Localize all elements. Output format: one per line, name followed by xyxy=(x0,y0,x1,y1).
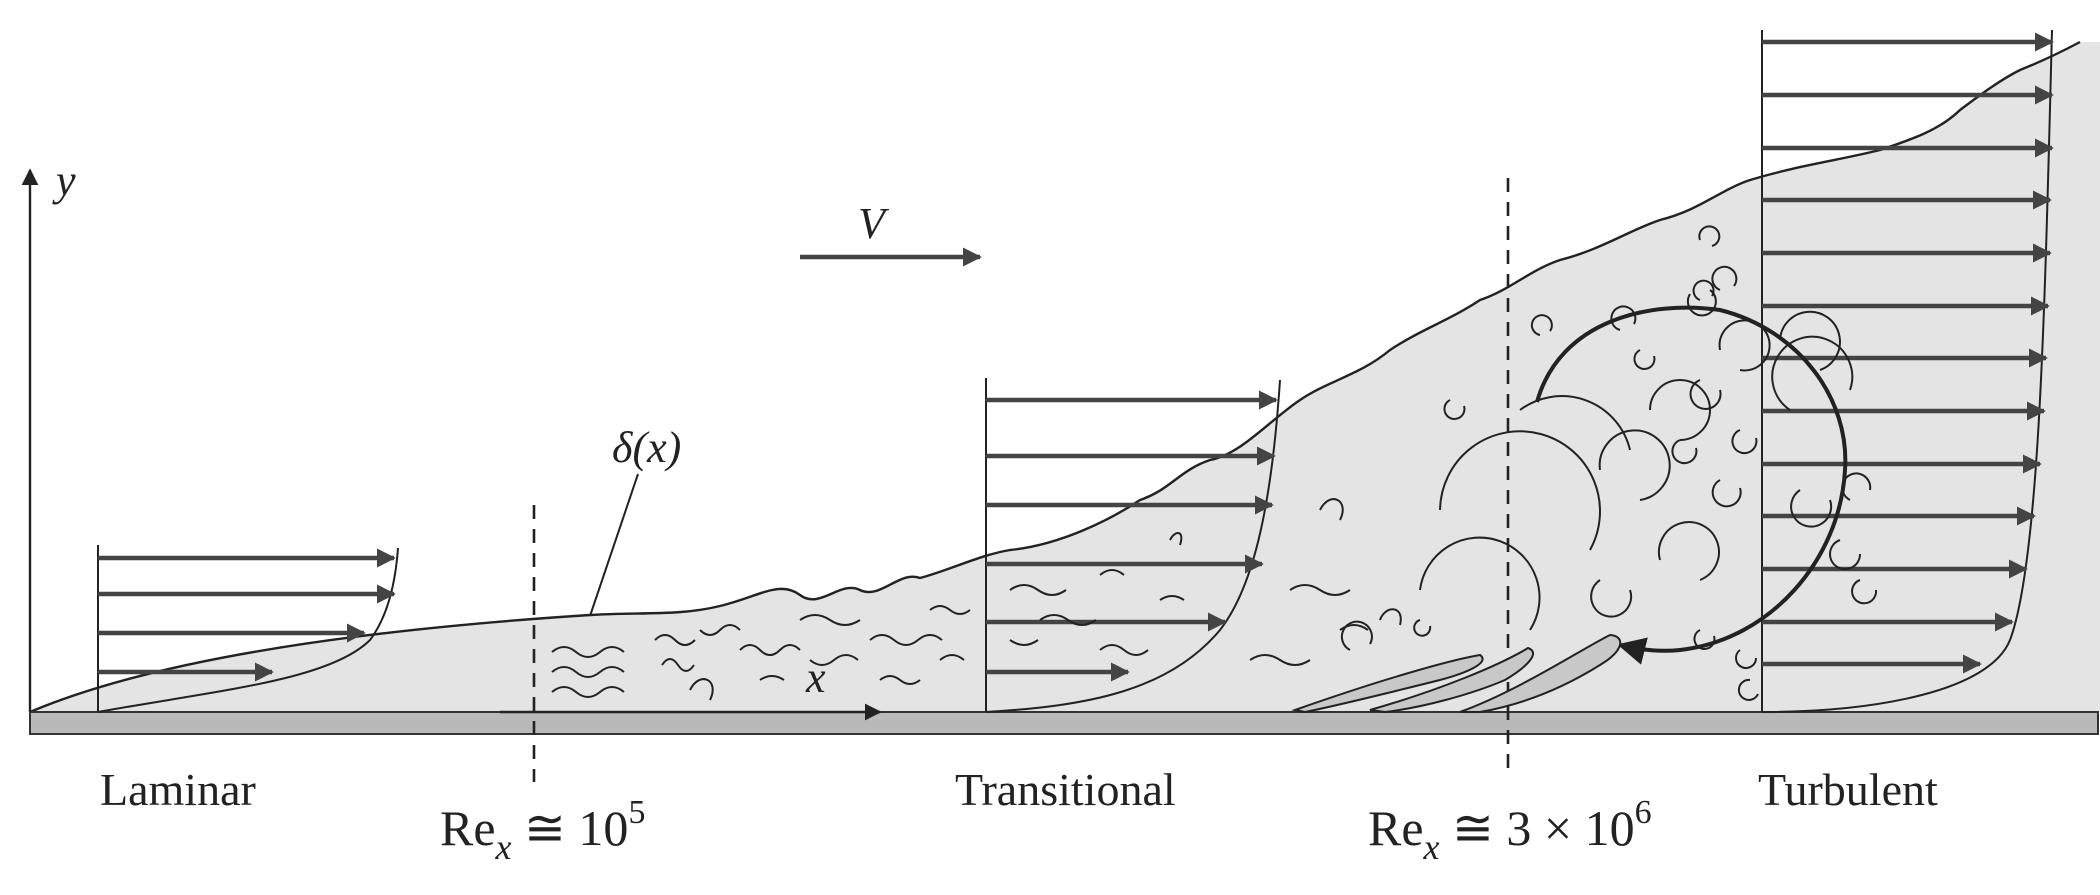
large-eddy-loop xyxy=(1535,305,1848,665)
laminar-label: Laminar xyxy=(100,764,256,815)
re-critical-sup: 5 xyxy=(628,794,645,831)
re-turbulent-base: Re xyxy=(1368,800,1424,856)
re-turbulent-rel: ≅ 3 × 10 xyxy=(1440,800,1635,856)
sublayer-streaks xyxy=(1291,633,1622,714)
boundary-layer-fill xyxy=(30,42,2100,712)
velocity-label: V xyxy=(858,199,890,248)
re-critical-base: Re xyxy=(440,800,496,856)
transitional-label: Transitional xyxy=(955,764,1176,815)
turbulent-label: Turbulent xyxy=(1758,764,1938,815)
turbulent-velocity-profile xyxy=(1761,29,2054,713)
turbulent-eddies xyxy=(1249,225,1878,701)
re-turbulent-sub: x xyxy=(1423,827,1440,867)
re-turbulent-sup: 6 xyxy=(1635,794,1652,831)
re-critical-label: Rex ≅ 105 xyxy=(440,794,645,867)
thickness-label: δ(x) xyxy=(612,423,681,472)
re-critical-rel: ≅ 10 xyxy=(512,800,629,856)
transitional-velocity-profile xyxy=(985,378,1281,713)
y-axis-label: y xyxy=(52,156,76,205)
x-axis-label: x xyxy=(805,653,826,702)
laminar-velocity-profile xyxy=(97,545,399,713)
thickness-leader xyxy=(589,473,639,617)
re-critical-sub: x xyxy=(495,827,512,867)
flat-plate xyxy=(29,711,2099,735)
re-turbulent-label: Rex ≅ 3 × 106 xyxy=(1368,794,1652,867)
transition-eddies xyxy=(551,532,1185,701)
boundary-layer-edge xyxy=(29,40,2081,714)
